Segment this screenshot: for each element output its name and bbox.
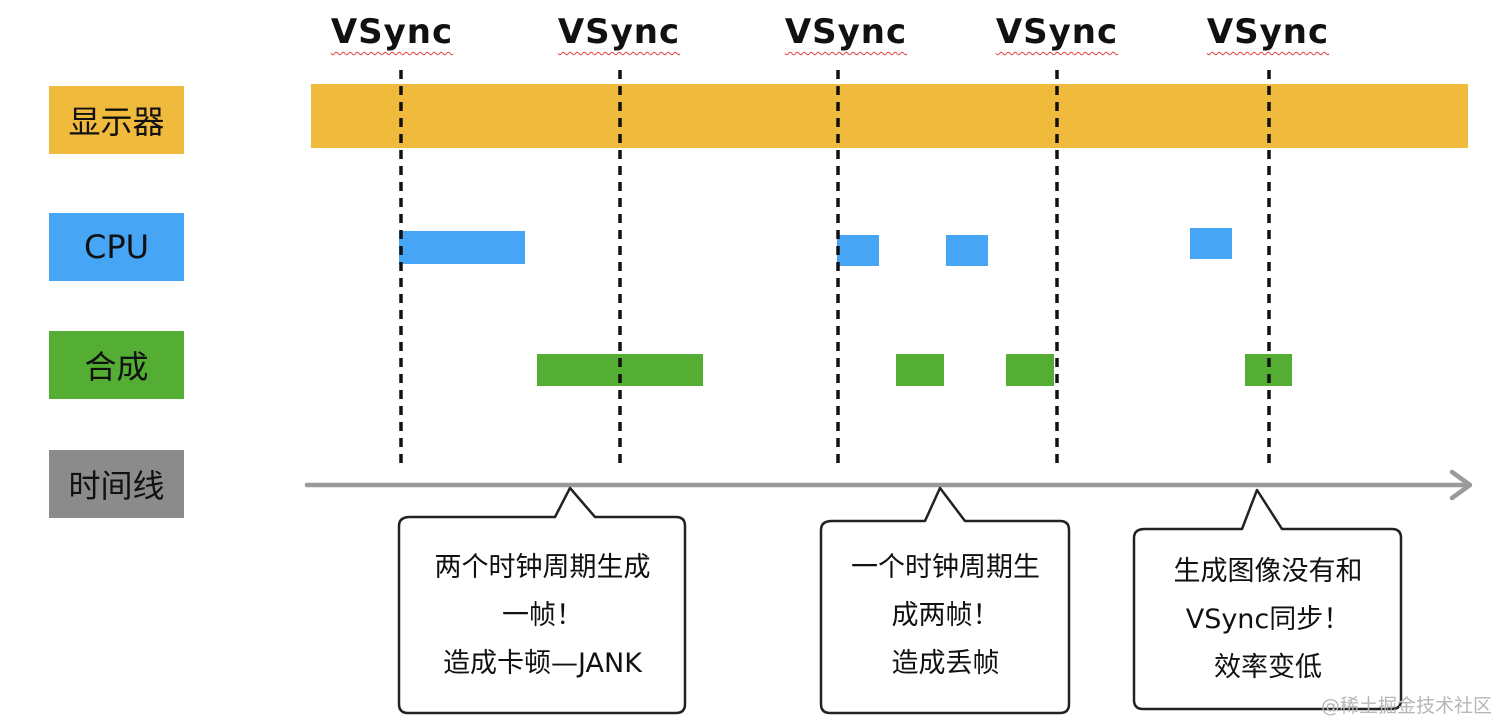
callout-2-line-1: 一个时钟周期生 — [851, 552, 1040, 583]
callout-3-line-1: 生成图像没有和 — [1173, 556, 1363, 587]
callout-text-2: 一个时钟周期生 成两帧！ 造成丢帧 — [822, 544, 1069, 688]
vsync-label-3: VSync — [784, 12, 908, 52]
compose-bar-3 — [1006, 354, 1054, 386]
callout-bubble-1 — [397, 486, 687, 715]
vsync-label-5: VSync — [1206, 12, 1330, 52]
timeline-row-label: 时间线 — [49, 450, 184, 518]
vsync-label-2: VSync — [557, 12, 681, 52]
compose-bar-2 — [896, 354, 944, 386]
vsync-label-1: VSync — [330, 12, 454, 52]
cpu-bar-1 — [399, 231, 525, 264]
display-row-label: 显示器 — [49, 86, 184, 154]
callout-bubble-2 — [819, 486, 1071, 715]
display-bar — [311, 84, 1468, 148]
callout-text-1: 两个时钟周期生成 一帧！ 造成卡顿—JANK — [400, 544, 685, 688]
callout-bubble-3 — [1132, 488, 1403, 711]
vsync-label-4: VSync — [995, 12, 1119, 52]
callout-3-line-2: VSync同步！ — [1185, 604, 1351, 635]
timeline-axis — [304, 469, 1473, 501]
cpu-bar-4 — [1190, 228, 1232, 259]
cpu-bar-2 — [837, 235, 879, 266]
callout-1-line-1: 两个时钟周期生成 — [434, 552, 651, 583]
cpu-bar-3 — [946, 235, 988, 266]
cpu-row-label: CPU — [49, 213, 184, 281]
callout-1-line-2: 一帧！ — [502, 600, 583, 631]
callout-2-line-2: 成两帧！ — [891, 600, 1000, 631]
callout-2-line-3: 造成丢帧 — [891, 648, 1000, 679]
watermark: @稀土掘金技术社区 — [1320, 695, 1492, 717]
timeline-arrow-icon — [1449, 469, 1473, 501]
compose-row-label: 合成 — [49, 331, 184, 399]
callout-3-line-3: 效率变低 — [1214, 652, 1322, 683]
callout-text-3: 生成图像没有和 VSync同步！ 效率变低 — [1135, 548, 1401, 692]
callout-1-line-3: 造成卡顿—JANK — [443, 648, 642, 679]
